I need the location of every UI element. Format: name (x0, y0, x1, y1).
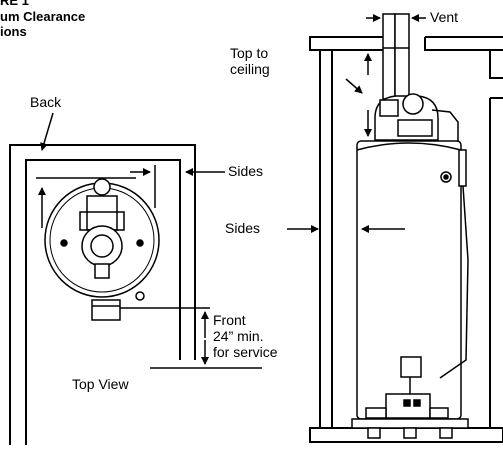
top-view-dimensions (36, 165, 156, 228)
front-label-3: for service (213, 344, 278, 360)
top-view-label: Top View (72, 376, 129, 392)
vent-pipe (382, 13, 410, 100)
sides-label-top-view: Sides (228, 163, 264, 179)
gas-control-assembly (351, 356, 469, 429)
top-to-ceiling-label-1: Top to (230, 45, 269, 61)
top-to-ceiling-label-2: ceiling (230, 61, 270, 77)
vent-label: Vent (430, 9, 459, 25)
front-dimension (120, 307, 262, 369)
front-label-1: Front (213, 312, 246, 328)
back-label: Back (30, 94, 62, 110)
figure-title-line-1: RE 1 (0, 0, 29, 8)
figure-title-line-3: ions (0, 24, 27, 39)
water-heater-tank (356, 140, 469, 420)
front-label-2: 24” min. (213, 328, 264, 344)
sides-label-front-view: Sides (225, 220, 261, 236)
back-arrow (40, 112, 54, 151)
tank-legs (367, 427, 453, 439)
blower-assembly (374, 93, 459, 150)
heater-top-view (44, 178, 160, 321)
figure-title-line-2: um Clearance (0, 9, 86, 24)
top-view-enclosure (9, 144, 196, 445)
top-to-ceiling-arrows (345, 53, 372, 137)
